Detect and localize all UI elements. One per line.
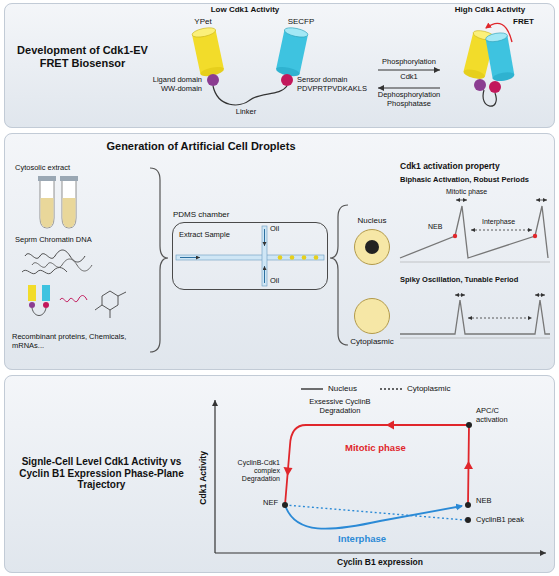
annotation-label: Cyclin B1 expression — [320, 558, 440, 568]
annotation-label: Dephosphorylation — [368, 91, 450, 100]
legend-line-sample — [379, 385, 403, 393]
annotation-label: CyclinB-Cdk1 complex Degradation — [220, 459, 280, 483]
droplet-circle: Cytoplasmic — [354, 298, 390, 334]
annotation-label: Recombinant proteins, Chemicals, mRNAs..… — [12, 333, 142, 350]
annotation-label: Cdk1 Activity — [199, 438, 209, 518]
annotation-label: SECFP — [282, 17, 320, 26]
annotation-label: Mitotic phase — [345, 443, 425, 454]
node-text: PDMS chamber — [173, 210, 273, 219]
annotation-label: FRET — [513, 17, 547, 26]
annotation-label: Cdk1 — [372, 73, 446, 82]
annotation-label: Linker — [228, 108, 264, 117]
node-text: Oil — [270, 225, 294, 234]
annotation-label: Phosphorylation — [372, 58, 446, 67]
legend-item: Nucleus — [300, 384, 357, 393]
node-text: Development of Cdk1-EV FRET Biosensor — [10, 44, 155, 69]
annotation-label: YPet — [186, 17, 220, 26]
annotation-label: Cdk1 activation property — [400, 162, 550, 172]
annotation-label: PDVPRTPVDKAKLS — [297, 85, 373, 94]
annotation-label: High Cdk1 Activity — [440, 5, 540, 14]
legend-item: Cytoplasmic — [379, 384, 451, 393]
annotation-label: Interphase — [338, 534, 408, 545]
annotation-label: NEB — [428, 223, 450, 231]
annotation-label: Sensor domain — [297, 76, 369, 85]
chamber-outline: PDMS chamberExtract SampleOilOil — [172, 222, 328, 290]
annotation-label: Cytosolic extract — [15, 164, 115, 173]
legend: Nucleus Cytoplasmic — [300, 384, 472, 393]
panel-band: Development of Cdk1-EV FRET Biosensor — [4, 3, 555, 128]
annotation-label: CyclinB1 peak — [476, 516, 542, 525]
annotation-label: Mitotic phase — [446, 188, 502, 196]
annotation-label: APC/C activation — [476, 407, 522, 424]
annotation-label: Biphasic Activation, Robust Periods — [400, 176, 552, 185]
node-text: Signle-Cell Level Cdk1 Activity vs Cycli… — [9, 456, 194, 491]
annotation-label: Ligand domain — [148, 76, 202, 85]
annotation-label: Spiky Oscillation, Tunable Period — [400, 276, 552, 285]
annotation-label: Low Cdk1 Activity — [195, 5, 295, 14]
legend-line-sample — [300, 385, 324, 393]
legend-text: Cytoplasmic — [407, 384, 451, 393]
node-text: Extract Sample — [179, 231, 259, 240]
droplet-circle: Nucleus — [354, 229, 390, 265]
node-text: Cytoplasmic — [338, 337, 406, 346]
annotation-label: Interphase — [482, 218, 528, 226]
node-text: Generation of Artificial Cell Droplets — [71, 140, 331, 153]
legend-text: Nucleus — [328, 384, 357, 393]
annotation-label: NEF — [256, 499, 278, 508]
annotation-label: Seprm Chromatin DNA — [15, 236, 135, 245]
node-text: Nucleus — [338, 216, 406, 225]
annotation-label: Phosphatase — [372, 100, 446, 109]
annotation-label: NEB — [476, 497, 506, 506]
annotation-label: Exsessive CyclinB Degradation — [298, 398, 382, 415]
node-text: Oil — [270, 277, 294, 286]
annotation-label: WW-domain — [148, 85, 202, 94]
